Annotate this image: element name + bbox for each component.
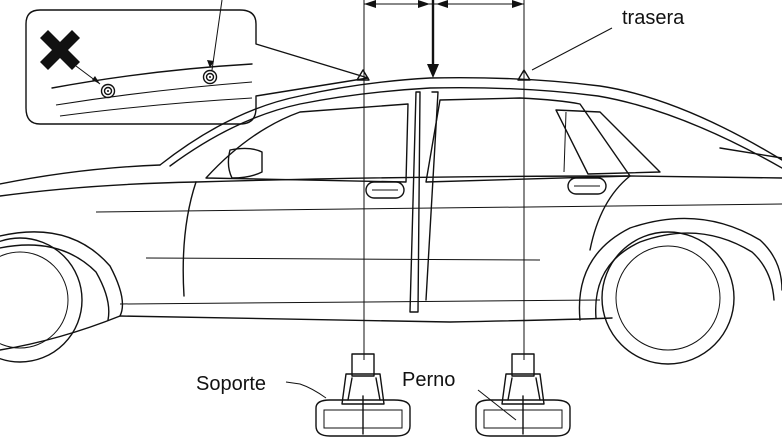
support-foot-rear xyxy=(475,353,571,437)
belt-line xyxy=(195,175,782,183)
b-pillar-rear xyxy=(425,91,439,301)
b-pillar xyxy=(409,91,421,313)
x-mark-icon xyxy=(40,30,80,70)
front-door-handle xyxy=(365,181,405,199)
roof-line-inner xyxy=(169,86,782,169)
arrow-down-icon xyxy=(427,64,439,78)
sill-line xyxy=(119,299,601,305)
door-crease-line xyxy=(145,257,541,261)
front-door-edge xyxy=(182,181,197,297)
inset-bolt-correct xyxy=(202,69,218,85)
rear-wheel-arch-inner xyxy=(595,232,775,319)
trunk-line xyxy=(719,147,782,159)
rear-door-handle xyxy=(567,177,607,195)
bolt-label: Perno xyxy=(402,369,455,391)
character-line xyxy=(95,203,782,213)
front-wheel-rim xyxy=(0,251,69,349)
inset-roof-line-bottom xyxy=(59,97,253,117)
rear-marker-label: trasera xyxy=(622,7,685,29)
rear-wheel xyxy=(601,231,735,365)
rear-wheel-arch xyxy=(578,217,782,321)
front-wheel-arch xyxy=(0,231,124,317)
bolt-pointer-line xyxy=(211,0,223,71)
hood-line xyxy=(0,164,161,185)
front-window xyxy=(205,103,409,183)
quarter-window xyxy=(555,109,661,175)
support-label: Soporte xyxy=(196,373,266,395)
bolt-leader xyxy=(477,389,517,421)
inset-detail xyxy=(25,0,369,125)
inset-bolt-wrong xyxy=(100,83,116,99)
front-wheel-arch-inner xyxy=(0,244,110,321)
front-wheel xyxy=(0,237,83,363)
side-mirror xyxy=(227,147,263,179)
hood-line-lower xyxy=(0,181,197,197)
window-pillar xyxy=(563,111,567,173)
car-body xyxy=(0,76,782,365)
support-foot-front xyxy=(315,353,411,437)
rear-window xyxy=(425,97,631,183)
rear-wheel-rim xyxy=(615,245,721,351)
front-roof-marker xyxy=(356,69,370,81)
inset-roof-line xyxy=(51,63,253,89)
rocker-line xyxy=(0,315,613,351)
support-leader xyxy=(285,381,327,399)
inset-roof-line-lower xyxy=(55,81,253,106)
measurement-guides xyxy=(356,0,613,360)
rear-marker-leader xyxy=(531,27,613,71)
rear-door-edge xyxy=(589,175,631,251)
roof-line xyxy=(159,76,782,166)
